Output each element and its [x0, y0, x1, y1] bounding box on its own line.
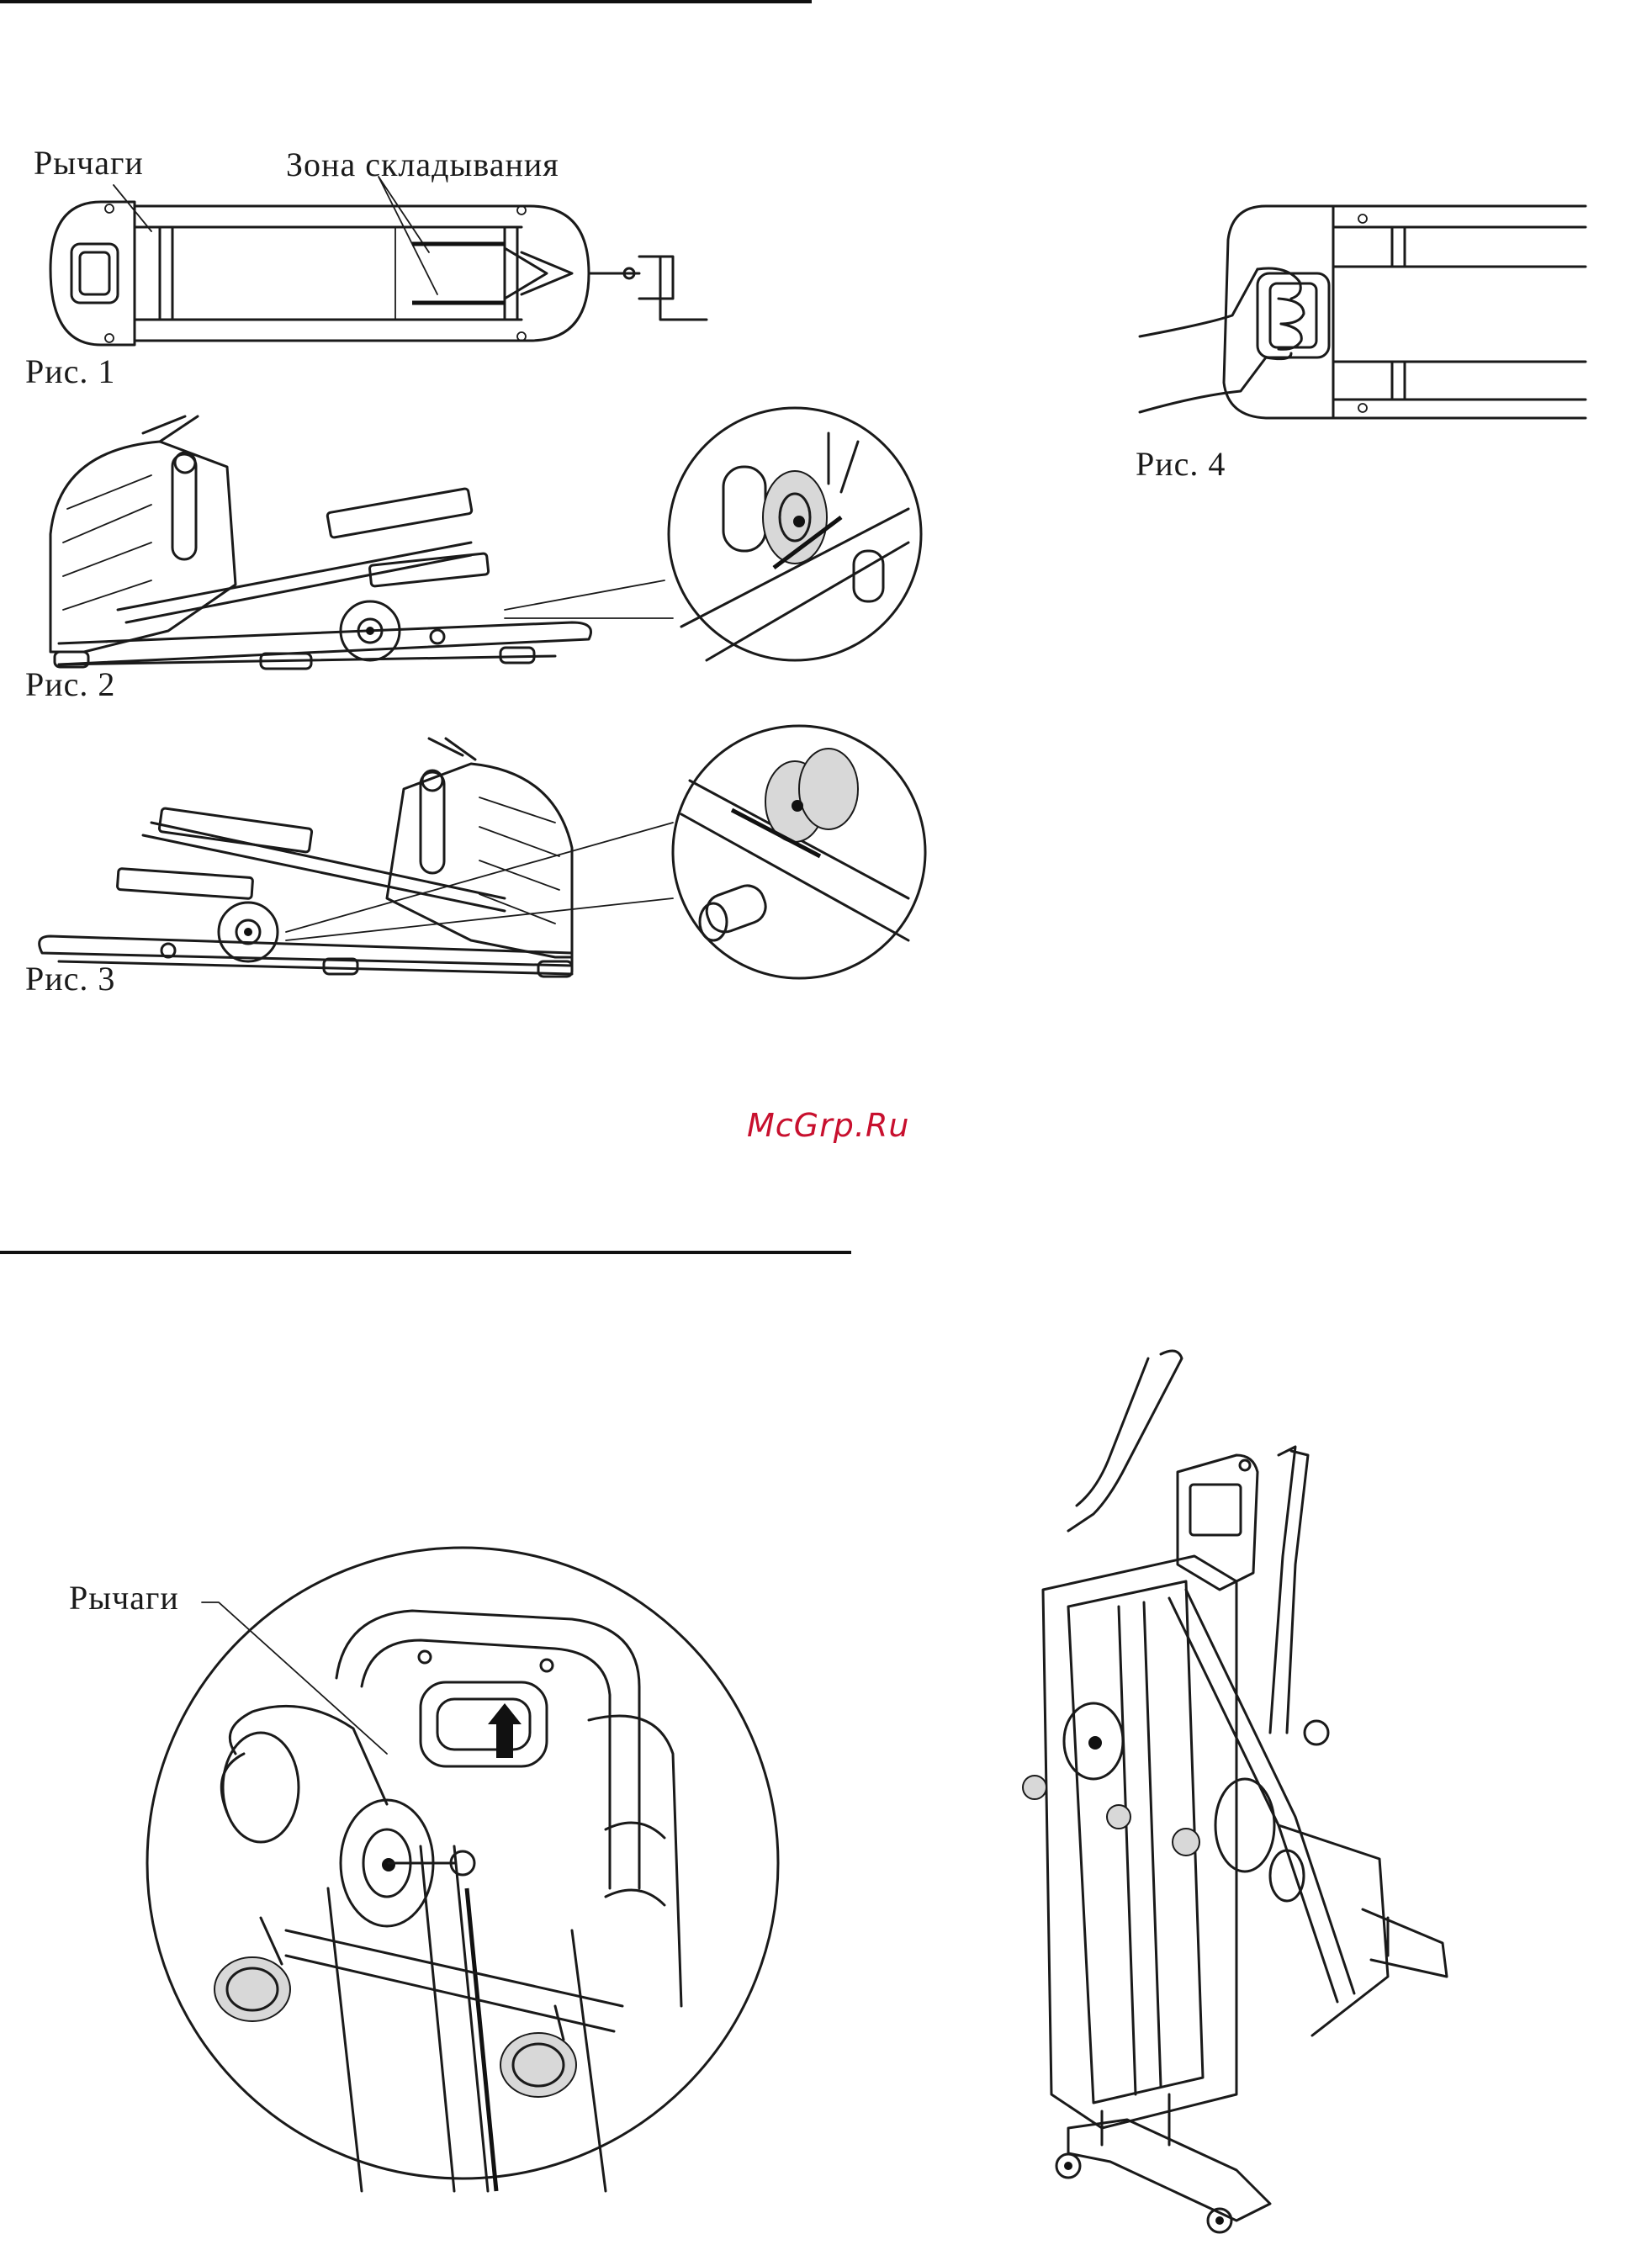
middle-section-rule: [0, 1251, 851, 1254]
fig4-caption: Рис. 4: [1136, 444, 1226, 484]
fig1-top-view-drawing: [34, 168, 757, 362]
watermark: McGrp.Ru: [747, 1107, 909, 1144]
fig3-caption: Рис. 3: [25, 959, 115, 998]
fig3-side-view-drawing: [34, 730, 908, 999]
fig2-side-view-drawing: [34, 416, 908, 694]
fig4-hand-lever-drawing: [1131, 189, 1602, 442]
fig6-folded-trainer-drawing: [1018, 1337, 1489, 2246]
fig2-caption: Рис. 2: [25, 664, 115, 704]
fig5-lever-detail-drawing: [135, 1535, 791, 2191]
top-section-rule: [0, 0, 812, 3]
fig1-caption: Рис. 1: [25, 352, 115, 391]
